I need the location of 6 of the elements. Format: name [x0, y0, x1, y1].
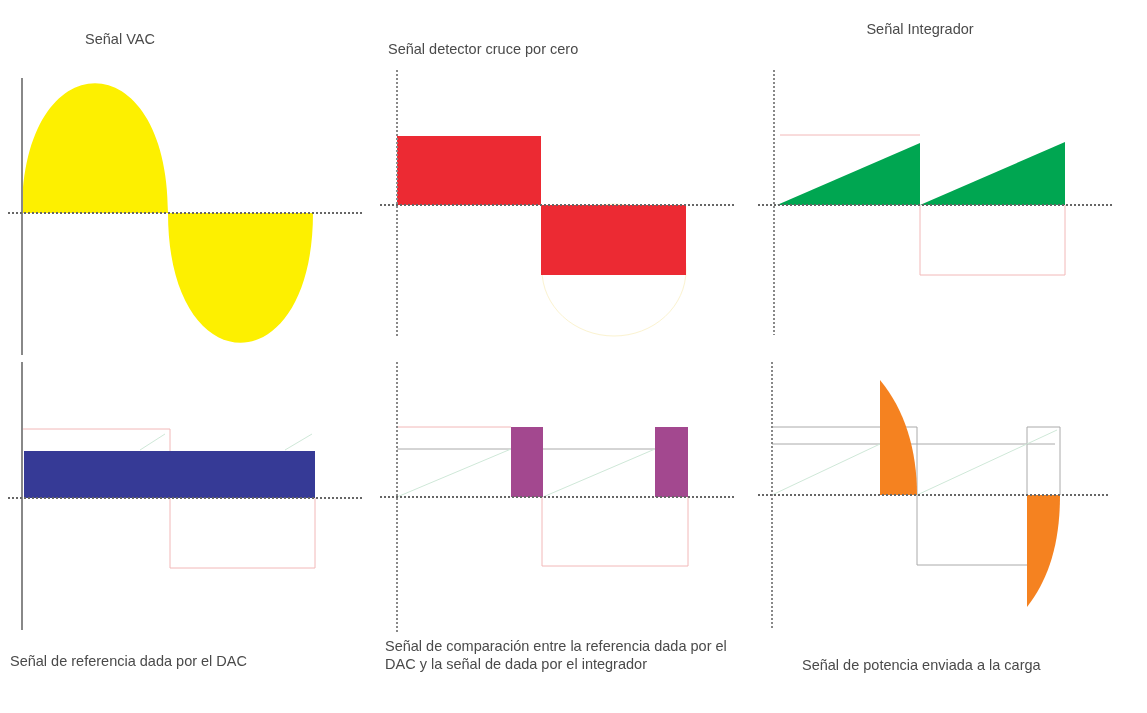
- chart-title: Señal Integrador: [865, 20, 975, 38]
- chart-title: Señal detector cruce por cero: [388, 40, 580, 58]
- chart-caption: Señal de referencia dada por el DAC: [10, 652, 248, 670]
- chart-caption: Señal de potencia enviada a la carga: [802, 656, 1042, 674]
- chart-caption: Señal de comparación entre la referencia dada por el DAC y la señal de dada por el integrador: [385, 637, 728, 673]
- chart-title: Señal VAC: [84, 30, 156, 48]
